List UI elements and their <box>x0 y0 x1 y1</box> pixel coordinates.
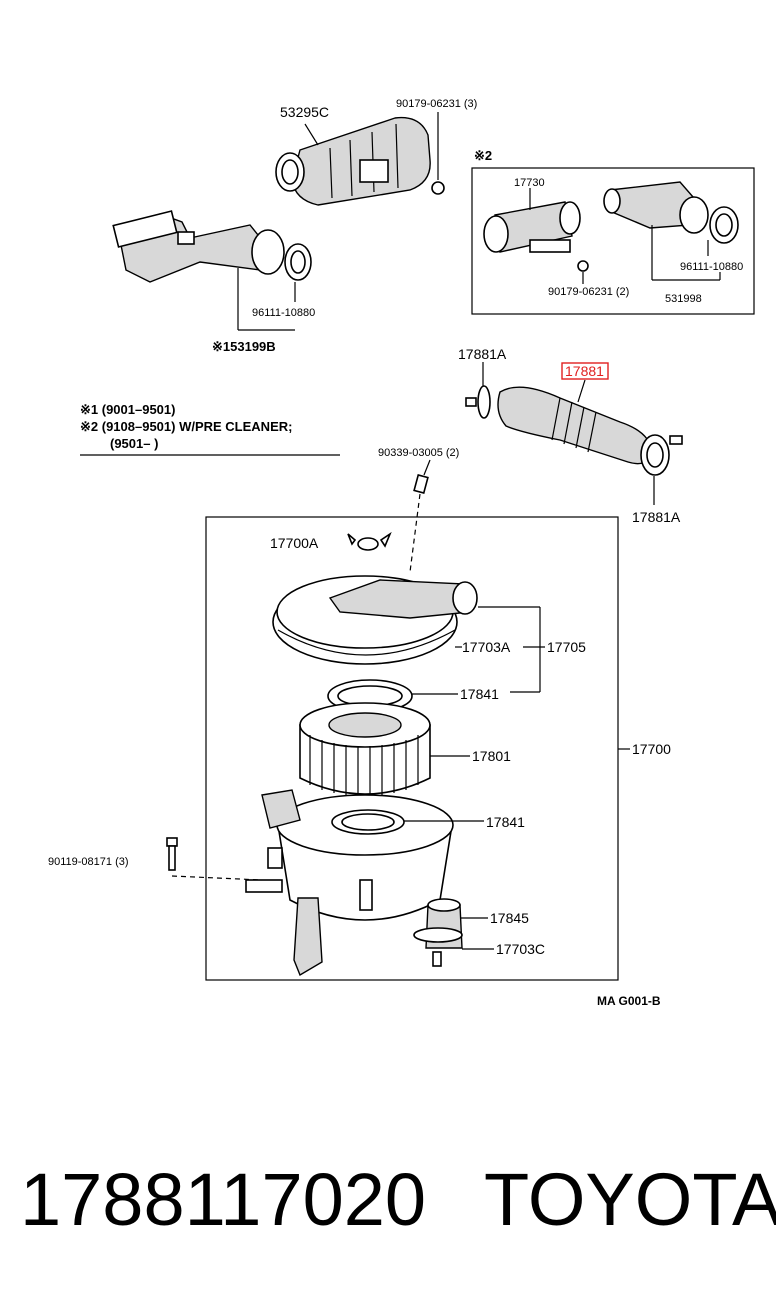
label-17703a: 17703A <box>462 639 511 655</box>
drawing-code: MA G001-B <box>597 994 661 1008</box>
resonator-53295c <box>275 116 431 206</box>
brand-name: TOYOTA <box>484 1158 776 1241</box>
air-cleaner-case <box>245 789 454 977</box>
valve-17845 <box>413 898 463 967</box>
note-line-2: ※2 (9108–9501) W/PRE CLEANER; <box>80 419 292 434</box>
intake-connector-53199b <box>112 210 312 283</box>
label-17841-top: 17841 <box>460 686 499 702</box>
hose-clamp-bottom <box>669 435 683 445</box>
inset-resonator-17730 <box>483 201 581 253</box>
inset-marker: ※2 <box>474 148 492 163</box>
hose-clamp-top <box>465 385 491 419</box>
clip-90179 <box>431 181 445 195</box>
wing-nut-17700a <box>347 531 392 551</box>
inset-box <box>471 167 755 315</box>
note-line-3: (9501– ) <box>110 436 158 451</box>
label-17881a-top: 17881A <box>458 346 507 362</box>
label-17845: 17845 <box>490 910 529 926</box>
label-53199b-value: 53199B <box>230 339 276 354</box>
label-90339-03005: 90339-03005 (2) <box>378 447 459 459</box>
label-17881a-bottom: 17881A <box>632 509 681 525</box>
part-number: 1788117020 <box>20 1158 427 1241</box>
label-17801: 17801 <box>472 748 511 764</box>
inset-connector <box>603 181 739 244</box>
label-17881: 17881 <box>565 363 604 379</box>
label-17703c: 17703C <box>496 941 545 957</box>
label-96111-10880-inset: 96111-10880 <box>680 261 743 273</box>
bolt-90339 <box>413 473 429 495</box>
note-line-1: ※1 (9001–9501) <box>80 402 175 417</box>
cover-17703a <box>272 575 478 665</box>
label-53295c: 53295C <box>280 104 329 120</box>
hose-17881 <box>497 386 670 476</box>
filter-element-17801 <box>299 702 431 796</box>
highlight-box-17881 <box>561 362 609 380</box>
label-17705: 17705 <box>547 639 586 655</box>
label-17700a: 17700A <box>270 535 319 551</box>
label-90119-08171: 90119-08171 (3) <box>48 856 129 868</box>
label-17700: 17700 <box>632 741 671 757</box>
label-53199b: ※153199B <box>212 339 276 354</box>
label-531998: 531998 <box>665 293 702 305</box>
label-17730: 17730 <box>514 177 545 189</box>
note1-marker: ※1 <box>212 339 230 354</box>
label-17841-mid: 17841 <box>486 814 525 830</box>
label-90179-06231-2: 90179-06231 (2) <box>548 286 629 298</box>
label-96111-10880-left: 96111-10880 <box>252 307 315 319</box>
inset-clip <box>577 260 589 272</box>
bolt-90119 <box>166 837 178 871</box>
label-90179-06231-3: 90179-06231 (3) <box>396 98 477 110</box>
